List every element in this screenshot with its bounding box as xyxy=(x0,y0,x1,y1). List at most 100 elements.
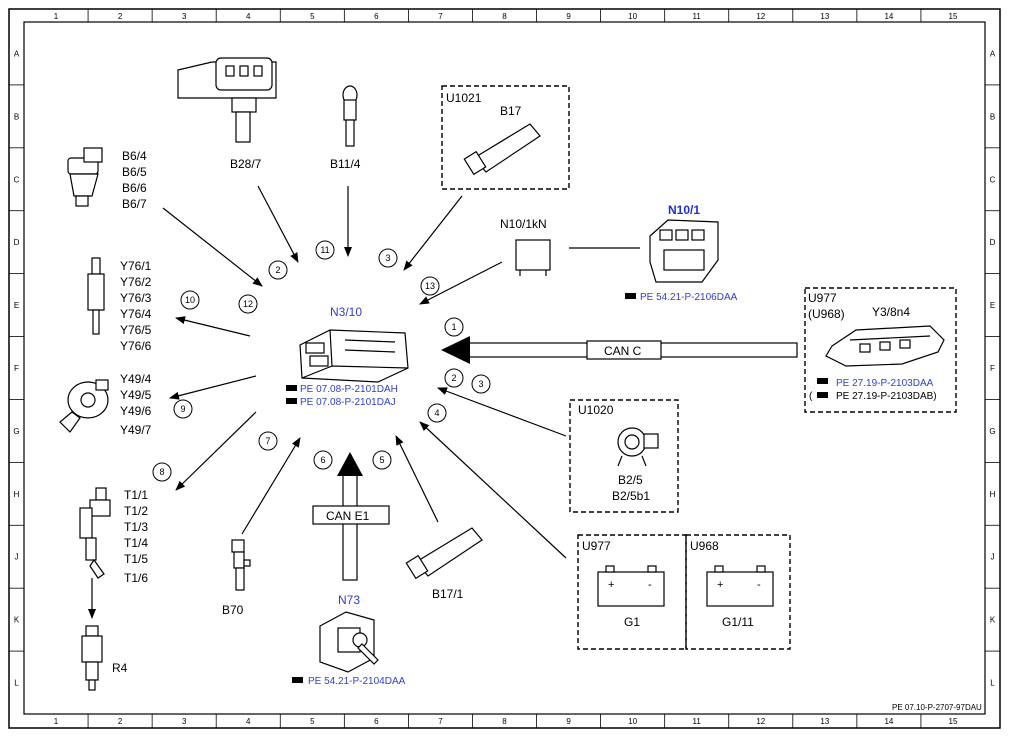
y3-ref-1-text: PE 27.19-P-2103DAA xyxy=(836,378,934,389)
doc-id: PE 07.10-P-2707-97DAU xyxy=(892,703,982,712)
b11-4-label: B11/4 xyxy=(330,157,361,171)
b28-7-label: B28/7 xyxy=(230,157,262,171)
grid-col-label: 3 xyxy=(182,12,187,21)
can-c-label: CAN C xyxy=(604,344,642,358)
signal-arrows xyxy=(162,185,567,559)
callout-number: 9 xyxy=(180,404,185,414)
callout-number: 6 xyxy=(320,455,325,465)
u968-battery-box xyxy=(685,534,791,650)
grid-col-label: 14 xyxy=(884,717,893,726)
callout-number: 1 xyxy=(451,322,456,332)
u1020-label: U1020 xyxy=(578,403,614,417)
callout-circle xyxy=(471,374,491,394)
callout-4: 4 xyxy=(427,403,447,423)
grid-col-label: 10 xyxy=(628,717,637,726)
grid-col-label: 3 xyxy=(182,717,187,726)
grid-col-label: 10 xyxy=(628,12,637,21)
callout-number: 8 xyxy=(159,467,164,477)
y3-ref-2: ( PE 27.19-P-2103DAB) xyxy=(809,391,937,402)
svg-text:-: - xyxy=(757,579,761,591)
n73-ref: PE 54.21-P-2104DAA xyxy=(292,676,406,687)
b28-7-sensor: B28/7 xyxy=(177,57,277,171)
callout-circle xyxy=(315,240,335,260)
callout-number: 3 xyxy=(385,253,390,263)
grid-row-label: A xyxy=(990,49,996,58)
grid-row-label: B xyxy=(14,112,19,121)
ecu-ref-1-text: PE 07.08-P-2101DAH xyxy=(300,384,398,395)
y49-actuator xyxy=(59,379,109,433)
grid-row-label: H xyxy=(14,490,20,499)
r4-spark-plug xyxy=(81,625,103,691)
ecu-ref-2: PE 07.08-P-2101DAJ xyxy=(286,397,396,408)
y3-ref-2-paren: ( xyxy=(809,391,813,402)
y49-labels: Y49/4 Y49/5 Y49/6 Y49/7 xyxy=(120,372,152,437)
grid-col-label: 5 xyxy=(310,12,315,21)
callout-number: 7 xyxy=(265,436,270,446)
grid-row-label: G xyxy=(989,427,995,436)
arrow-to-y49 xyxy=(169,375,257,400)
grid-row-label: E xyxy=(990,301,995,310)
grid-col-label: 12 xyxy=(756,12,765,21)
grid-col-label: 2 xyxy=(118,12,123,21)
n73-label: N73 xyxy=(338,593,360,607)
callout-3: 3 xyxy=(471,374,491,394)
callout-number: 2 xyxy=(275,265,280,275)
can-e1-bus: CAN E1 xyxy=(312,452,390,581)
n73-ignition-switch xyxy=(319,611,379,673)
grid-row-label: A xyxy=(14,49,20,58)
grid-row-label: F xyxy=(14,364,19,373)
callout-circle xyxy=(427,403,447,423)
g1-box-label: U977 xyxy=(582,539,611,553)
grid-row-label: E xyxy=(14,301,19,310)
grid-row-label: D xyxy=(990,238,996,247)
g1-11-battery: + - xyxy=(706,565,774,607)
callout-circle xyxy=(378,248,398,268)
callout-12: 12 xyxy=(238,294,258,314)
grid-col-label: 6 xyxy=(374,12,379,21)
t1-labels: T1/1 T1/2 T1/3 T1/4 T1/5 T1/6 xyxy=(124,488,148,585)
grid-col-label: 7 xyxy=(438,12,443,21)
b2-5b1-label: B2/5b1 xyxy=(612,489,650,503)
y76-6-label: Y76/6 xyxy=(120,339,152,353)
callout-number: 10 xyxy=(185,295,195,305)
ecu-ref-1: PE 07.08-P-2101DAH xyxy=(286,384,398,395)
b17-1-sensor xyxy=(405,527,483,580)
callout-circle xyxy=(258,431,278,451)
grid-col-label: 11 xyxy=(693,717,702,726)
y3-ref-2-text: PE 27.19-P-2103DAB) xyxy=(836,391,937,402)
arrow-to-y76 xyxy=(175,316,251,337)
y49-7-label: Y49/7 xyxy=(120,423,152,437)
n10-1-fuse-box xyxy=(649,219,719,283)
can-c-bus: CAN C xyxy=(441,336,798,364)
b70-sensor xyxy=(231,539,251,591)
b70-label: B70 xyxy=(222,603,244,617)
callout-number: 5 xyxy=(379,455,384,465)
callout-5: 5 xyxy=(372,450,392,470)
u1021-label: U1021 xyxy=(446,91,482,105)
b17-1-label: B17/1 xyxy=(432,587,464,601)
callout-number: 4 xyxy=(434,408,439,418)
grid-col-label: 9 xyxy=(566,717,571,726)
grid-col-label: 8 xyxy=(502,12,507,21)
callout-circle xyxy=(313,450,333,470)
y76-3-label: Y76/3 xyxy=(120,291,152,305)
callout-6: 6 xyxy=(313,450,333,470)
r4-label: R4 xyxy=(112,661,128,675)
callout-circle xyxy=(420,276,440,296)
callout-2: 2 xyxy=(444,368,464,388)
grid-row-label: K xyxy=(990,616,996,625)
n10-1kn-relay xyxy=(515,239,551,271)
callout-2: 2 xyxy=(268,260,288,280)
arrow-n10 xyxy=(419,261,503,305)
svg-text:+: + xyxy=(717,579,723,591)
grid-col-label: 13 xyxy=(820,717,829,726)
grid-col-label: 9 xyxy=(566,12,571,21)
grid-row-label: L xyxy=(990,679,995,688)
g1-11-box-label: U968 xyxy=(690,539,719,553)
callout-8: 8 xyxy=(152,462,172,482)
